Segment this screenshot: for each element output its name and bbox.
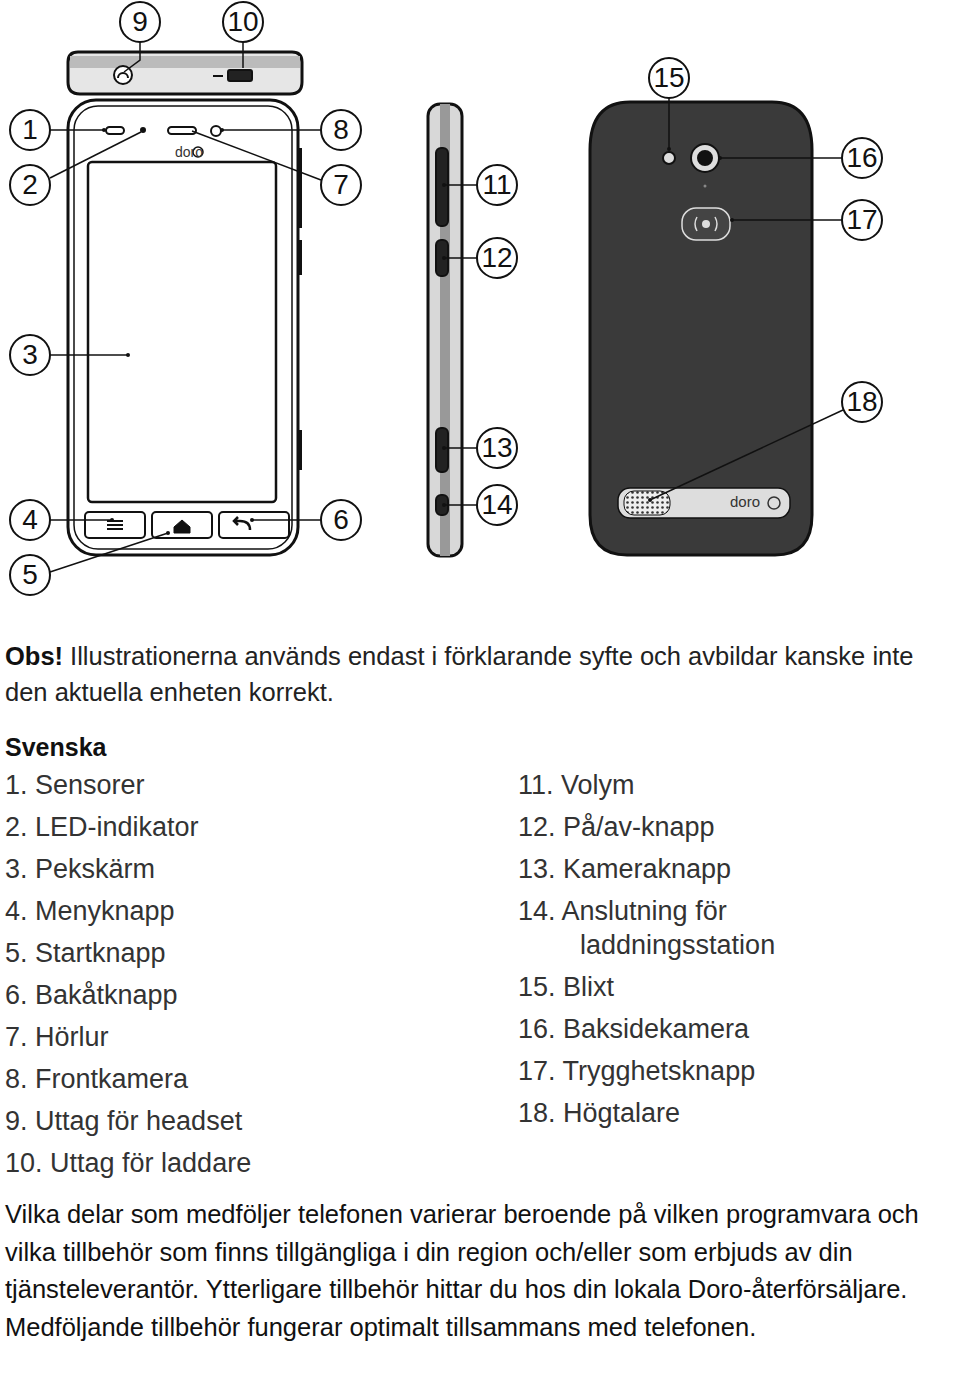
body-paragraph: Vilka delar som medföljer telefonen vari…: [5, 1196, 955, 1346]
callout-number: 13: [477, 428, 517, 468]
part-list-item: 12. På/av-knapp: [518, 810, 880, 844]
part-list-item: 18. Högtalare: [518, 1096, 880, 1130]
phone-illustration: [0, 0, 960, 620]
callout-circle: [10, 110, 50, 150]
callout-number: 18: [842, 382, 882, 422]
callout-number: 15: [649, 58, 689, 98]
callout-number: 14: [477, 485, 517, 525]
callout-number: 6: [321, 500, 361, 540]
callout-circle: [10, 165, 50, 205]
callout-number: 11: [477, 165, 517, 205]
callout-number: 17: [842, 200, 882, 240]
callout-number: 1: [10, 110, 50, 150]
callout-circle: [842, 138, 882, 178]
callout-circle: [477, 165, 517, 205]
callout-circle: [842, 200, 882, 240]
callout-number: 12: [477, 238, 517, 278]
callout-circle: [223, 2, 263, 42]
part-list-item: 10. Uttag för laddare: [5, 1146, 397, 1180]
callout-circle: [477, 238, 517, 278]
note-label: Obs!: [5, 642, 63, 670]
note-text: Illustrationerna används endast i förkla…: [5, 642, 914, 706]
callout-circle: [10, 555, 50, 595]
part-list-item: 11. Volym: [518, 768, 880, 802]
part-list-item: 14. Anslutning för laddningsstation: [518, 894, 880, 962]
callout-circle: [842, 382, 882, 422]
part-list-item: 5. Startknapp: [5, 936, 397, 970]
callout-number: 2: [10, 165, 50, 205]
part-list-item: 6. Bakåtknapp: [5, 978, 397, 1012]
callout-number: 3: [10, 335, 50, 375]
brand-logo: doro: [730, 493, 760, 510]
part-list-item: 2. LED-indikator: [5, 810, 397, 844]
callout-circle: [477, 428, 517, 468]
callout-circle: [321, 110, 361, 150]
part-list-item: 3. Pekskärm: [5, 852, 397, 886]
callout-number: 4: [10, 500, 50, 540]
callout-circle: [477, 485, 517, 525]
part-list-item: 4. Menyknapp: [5, 894, 397, 928]
part-list-item: 9. Uttag för headset: [5, 1104, 397, 1138]
callout-circle: [649, 58, 689, 98]
callout-number: 16: [842, 138, 882, 178]
part-list-item: 17. Trygghetsknapp: [518, 1054, 880, 1088]
callout-number: 10: [223, 2, 263, 42]
part-list-item: 8. Frontkamera: [5, 1062, 397, 1096]
callout-circle: [120, 2, 160, 42]
part-list-item: 7. Hörlur: [5, 1020, 397, 1054]
part-list-item: 1. Sensorer: [5, 768, 397, 802]
callout-circle: [321, 165, 361, 205]
callout-number: 5: [10, 555, 50, 595]
callout-circle: [10, 500, 50, 540]
part-list-item: 13. Kameraknapp: [518, 852, 880, 886]
part-list-item: 16. Baksidekamera: [518, 1012, 880, 1046]
callout-number: 7: [321, 165, 361, 205]
callout-number: 9: [120, 2, 160, 42]
note-block: Obs!Illustrationerna används endast i fö…: [5, 638, 935, 710]
brand-logo: doro: [175, 144, 203, 160]
part-list-item: 15. Blixt: [518, 970, 880, 1004]
language-heading: Svenska: [5, 733, 106, 762]
callout-number: 8: [321, 110, 361, 150]
callout-circle: [10, 335, 50, 375]
callout-circle: [321, 500, 361, 540]
